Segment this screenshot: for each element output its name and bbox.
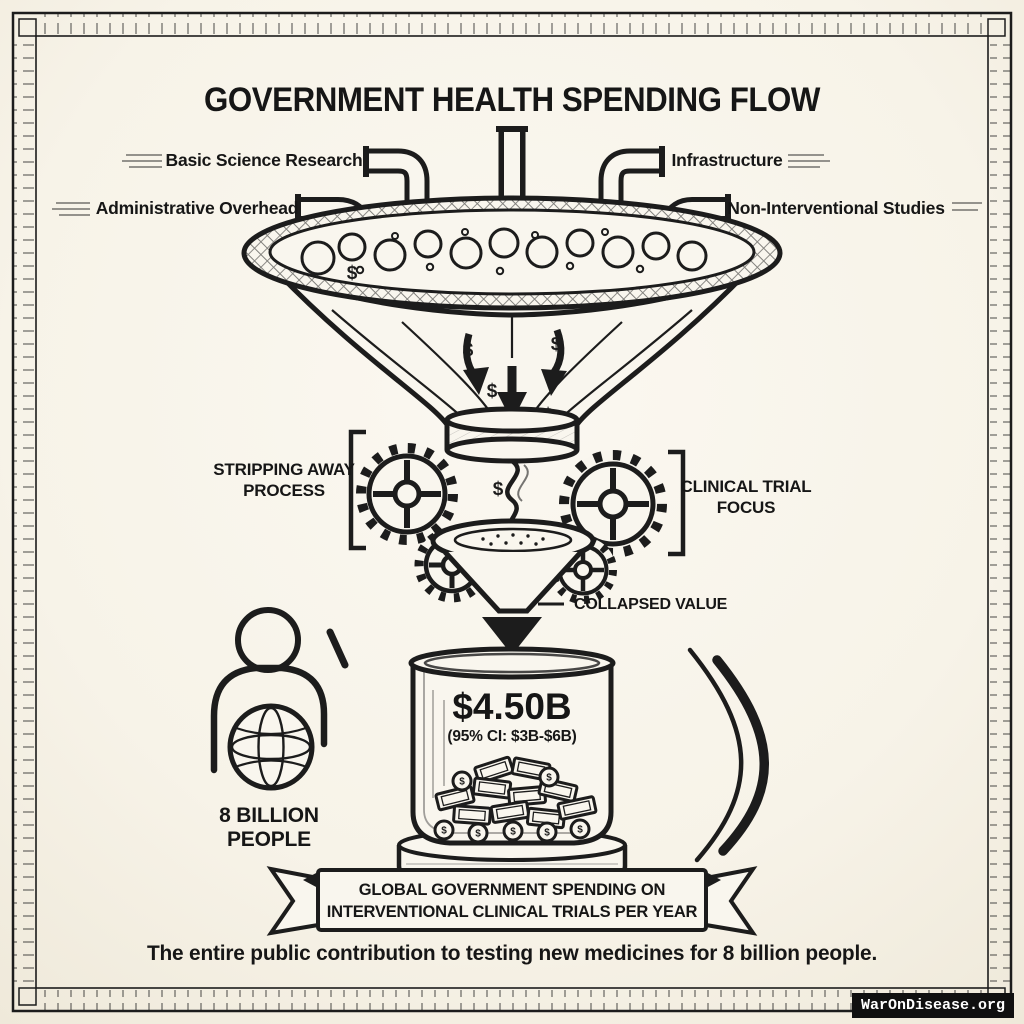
banner-line1: GLOBAL GOVERNMENT SPENDING ON bbox=[358, 881, 666, 899]
dollar-sign: $ bbox=[544, 828, 550, 839]
funnel-neck bbox=[444, 406, 580, 464]
cone-flow: $ $ $ $ bbox=[331, 309, 693, 426]
funnel-basin: $ bbox=[241, 195, 783, 311]
page-title: GOVERNMENT HEALTH SPENDING FLOW bbox=[204, 81, 820, 119]
stripping-process-label: STRIPPING AWAY PROCESS bbox=[213, 460, 355, 500]
frame-border bbox=[11, 11, 1013, 1013]
label-shading-lines bbox=[52, 154, 982, 216]
clinical-focus-label: CLINICAL TRIAL FOCUS bbox=[680, 477, 812, 517]
bottom-caption: The entire public contribution to testin… bbox=[146, 941, 878, 965]
banner-line2: INTERVENTIONAL CLINICAL TRIALS PER YEAR bbox=[326, 903, 698, 921]
population-label: 8 BILLION PEOPLE bbox=[219, 804, 319, 851]
pipe-label-infrastructure: Infrastructure bbox=[671, 150, 783, 170]
pipe-label-admin-overhead: Administrative Overhead bbox=[95, 198, 299, 218]
pipe-label-non-interventional: Non-Interventional Studies bbox=[727, 198, 945, 218]
sieve-funnel bbox=[430, 518, 596, 655]
dollar-sign: $ bbox=[347, 263, 358, 284]
dollar-sign: $ bbox=[510, 827, 516, 838]
money-pile: $ $ $ $ $ $ $ bbox=[433, 755, 598, 844]
dollar-sign: $ bbox=[475, 829, 481, 840]
dollar-sign: $ bbox=[493, 479, 504, 500]
collapsed-value-label: COLLAPSED VALUE bbox=[574, 596, 728, 613]
dollar-sign: $ bbox=[546, 773, 552, 784]
clinical-bracket bbox=[668, 449, 686, 557]
dollar-sign: $ bbox=[487, 381, 498, 402]
dollar-sign: $ bbox=[551, 334, 562, 355]
coins: $ $ $ $ $ $ $ bbox=[433, 766, 591, 844]
down-flow-arrows bbox=[463, 328, 567, 422]
pipe-label-basic-science: Basic Science Research bbox=[165, 150, 363, 170]
dollar-sign: $ bbox=[441, 826, 447, 837]
emphasis-swoosh bbox=[687, 647, 769, 863]
water-foam bbox=[300, 227, 708, 276]
ribbon-banner bbox=[266, 866, 758, 936]
dollar-sign: $ bbox=[459, 777, 465, 788]
beaker-amount: $4.50B bbox=[452, 686, 572, 727]
watermark-badge: WarOnDisease.org bbox=[851, 993, 1014, 1018]
population-figure bbox=[210, 607, 349, 791]
stripping-bracket bbox=[348, 429, 366, 551]
dollar-sign: $ bbox=[577, 825, 583, 836]
beaker-confidence-interval: (95% CI: $3B-$6B) bbox=[447, 728, 577, 745]
beaker: $ $ $ $ $ $ $ bbox=[408, 646, 616, 846]
gear-left-large bbox=[356, 443, 458, 545]
globe-icon bbox=[227, 703, 315, 791]
outlet-arrow bbox=[482, 617, 542, 655]
